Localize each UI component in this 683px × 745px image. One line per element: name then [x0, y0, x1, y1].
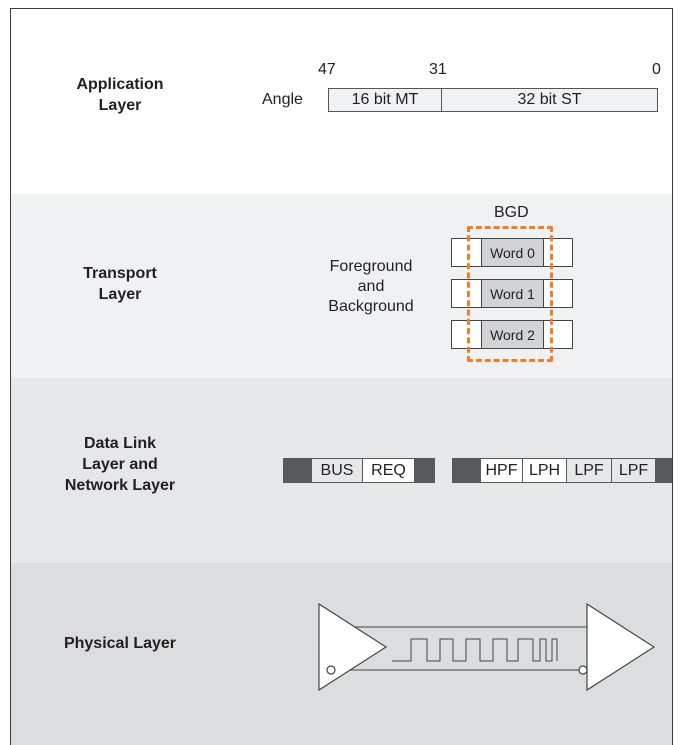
- packet2-lph-cell: LPH: [522, 458, 567, 483]
- physical-layer-label: Physical Layer: [63, 635, 177, 652]
- packet1-bus-cell: BUS: [311, 458, 363, 483]
- st-field: 32 bit ST: [441, 88, 658, 112]
- receiver-triangle-icon: [586, 602, 656, 692]
- bgd-label: BGD: [494, 204, 529, 221]
- transport-layer-label: Transport Layer: [83, 265, 157, 303]
- packet2-end-delimiter: [655, 458, 672, 483]
- bit-0-label: 0: [652, 61, 661, 78]
- driver-triangle-icon: [318, 602, 388, 692]
- word-1-box: Word 1: [451, 279, 573, 308]
- packet2-start-delimiter: [452, 458, 480, 483]
- receiver-bubble-icon: [578, 665, 588, 675]
- datalink-layer-label: Data Link Layer and Network Layer: [64, 435, 176, 494]
- word-1-label: Word 1: [481, 280, 544, 307]
- application-layer-label: Application Layer: [76, 76, 164, 114]
- signal-waveform: [392, 638, 558, 662]
- mt-field: 16 bit MT: [328, 88, 442, 112]
- diagram-frame: [10, 8, 673, 745]
- foreground-background-label: Foreground and Background: [328, 258, 414, 315]
- packet1-end-delimiter: [415, 458, 435, 483]
- bit-31-label: 31: [429, 61, 447, 78]
- bgd-highlight-box: [467, 226, 553, 362]
- word-2-label: Word 2: [481, 321, 544, 348]
- bit-47-label: 47: [318, 61, 336, 78]
- packet2-lpf-cell: LPF: [566, 458, 612, 483]
- driver-bubble-icon: [326, 665, 336, 675]
- packet1-start-delimiter: [283, 458, 311, 483]
- word-0-label: Word 0: [481, 239, 544, 266]
- angle-label: Angle: [262, 91, 303, 108]
- packet1-req-cell: REQ: [362, 458, 415, 483]
